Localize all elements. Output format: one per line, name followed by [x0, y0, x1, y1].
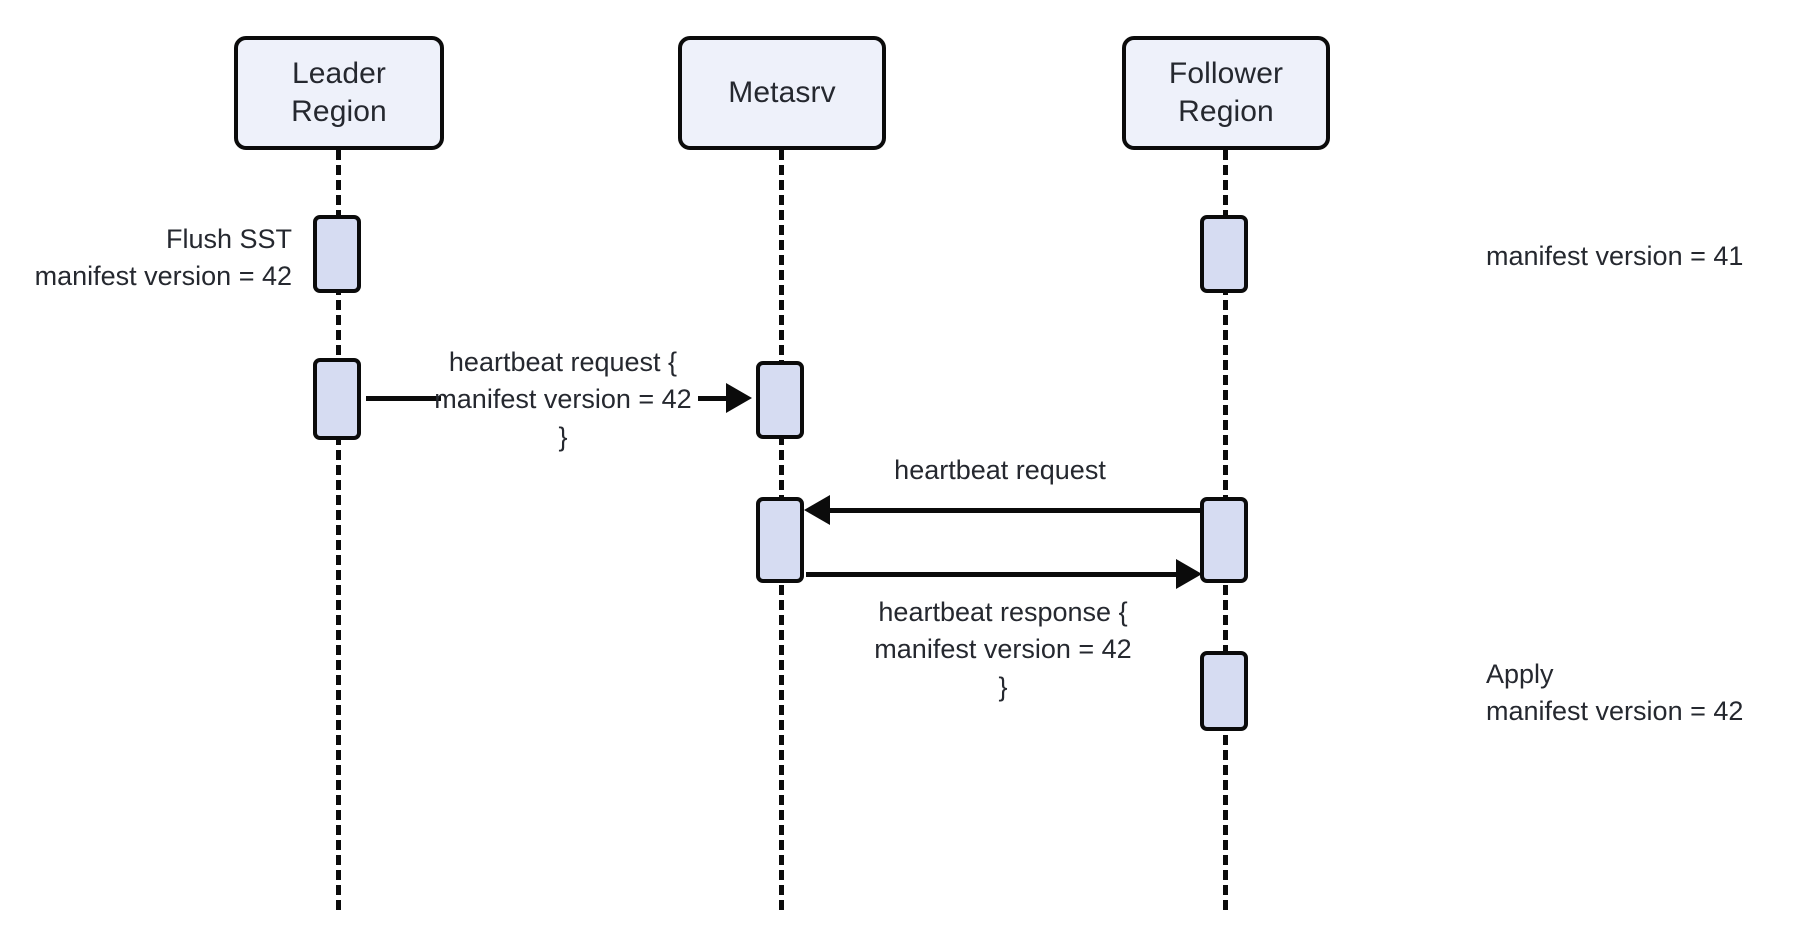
- arrowhead-follower-to-metasrv: [804, 495, 830, 525]
- note-flush-sst: Flush SST manifest version = 42: [34, 224, 292, 292]
- activation-metasrv-leader-heartbeat: [756, 361, 804, 439]
- participant-follower-region-label: Follower Region: [1168, 56, 1284, 128]
- message-label-follower-to-metasrv: heartbeat request: [894, 455, 1106, 485]
- activation-follower-apply: [1200, 651, 1248, 731]
- lifeline-leader: [336, 150, 341, 910]
- message-line-metasrv-to-follower: [806, 572, 1178, 577]
- activation-leader-heartbeat: [313, 358, 361, 440]
- activation-leader-flush: [313, 215, 361, 293]
- activation-follower-initial: [1200, 215, 1248, 293]
- arrowhead-leader-to-metasrv: [726, 383, 752, 413]
- arrowhead-metasrv-to-follower: [1176, 559, 1202, 589]
- participant-leader-region[interactable]: Leader Region: [234, 36, 444, 150]
- participant-follower-region[interactable]: Follower Region: [1122, 36, 1330, 150]
- message-label-metasrv-to-follower: heartbeat response { manifest version = …: [874, 597, 1132, 702]
- message-line-leader-to-metasrv: [698, 396, 728, 401]
- participant-metasrv[interactable]: Metasrv: [678, 36, 886, 150]
- message-label-leader-to-metasrv: heartbeat request { manifest version = 4…: [434, 347, 692, 452]
- activation-follower-heartbeat: [1200, 497, 1248, 583]
- note-follower-manifest-version: manifest version = 41: [1486, 241, 1744, 271]
- message-line-leader-to-metasrv-stub: [366, 396, 441, 401]
- note-apply-manifest-version: Apply manifest version = 42: [1486, 659, 1744, 727]
- participant-metasrv-label: Metasrv: [728, 75, 836, 109]
- activation-metasrv-follower-exchange: [756, 497, 804, 583]
- message-line-follower-to-metasrv: [828, 508, 1202, 513]
- participant-leader-region-label: Leader Region: [291, 56, 387, 128]
